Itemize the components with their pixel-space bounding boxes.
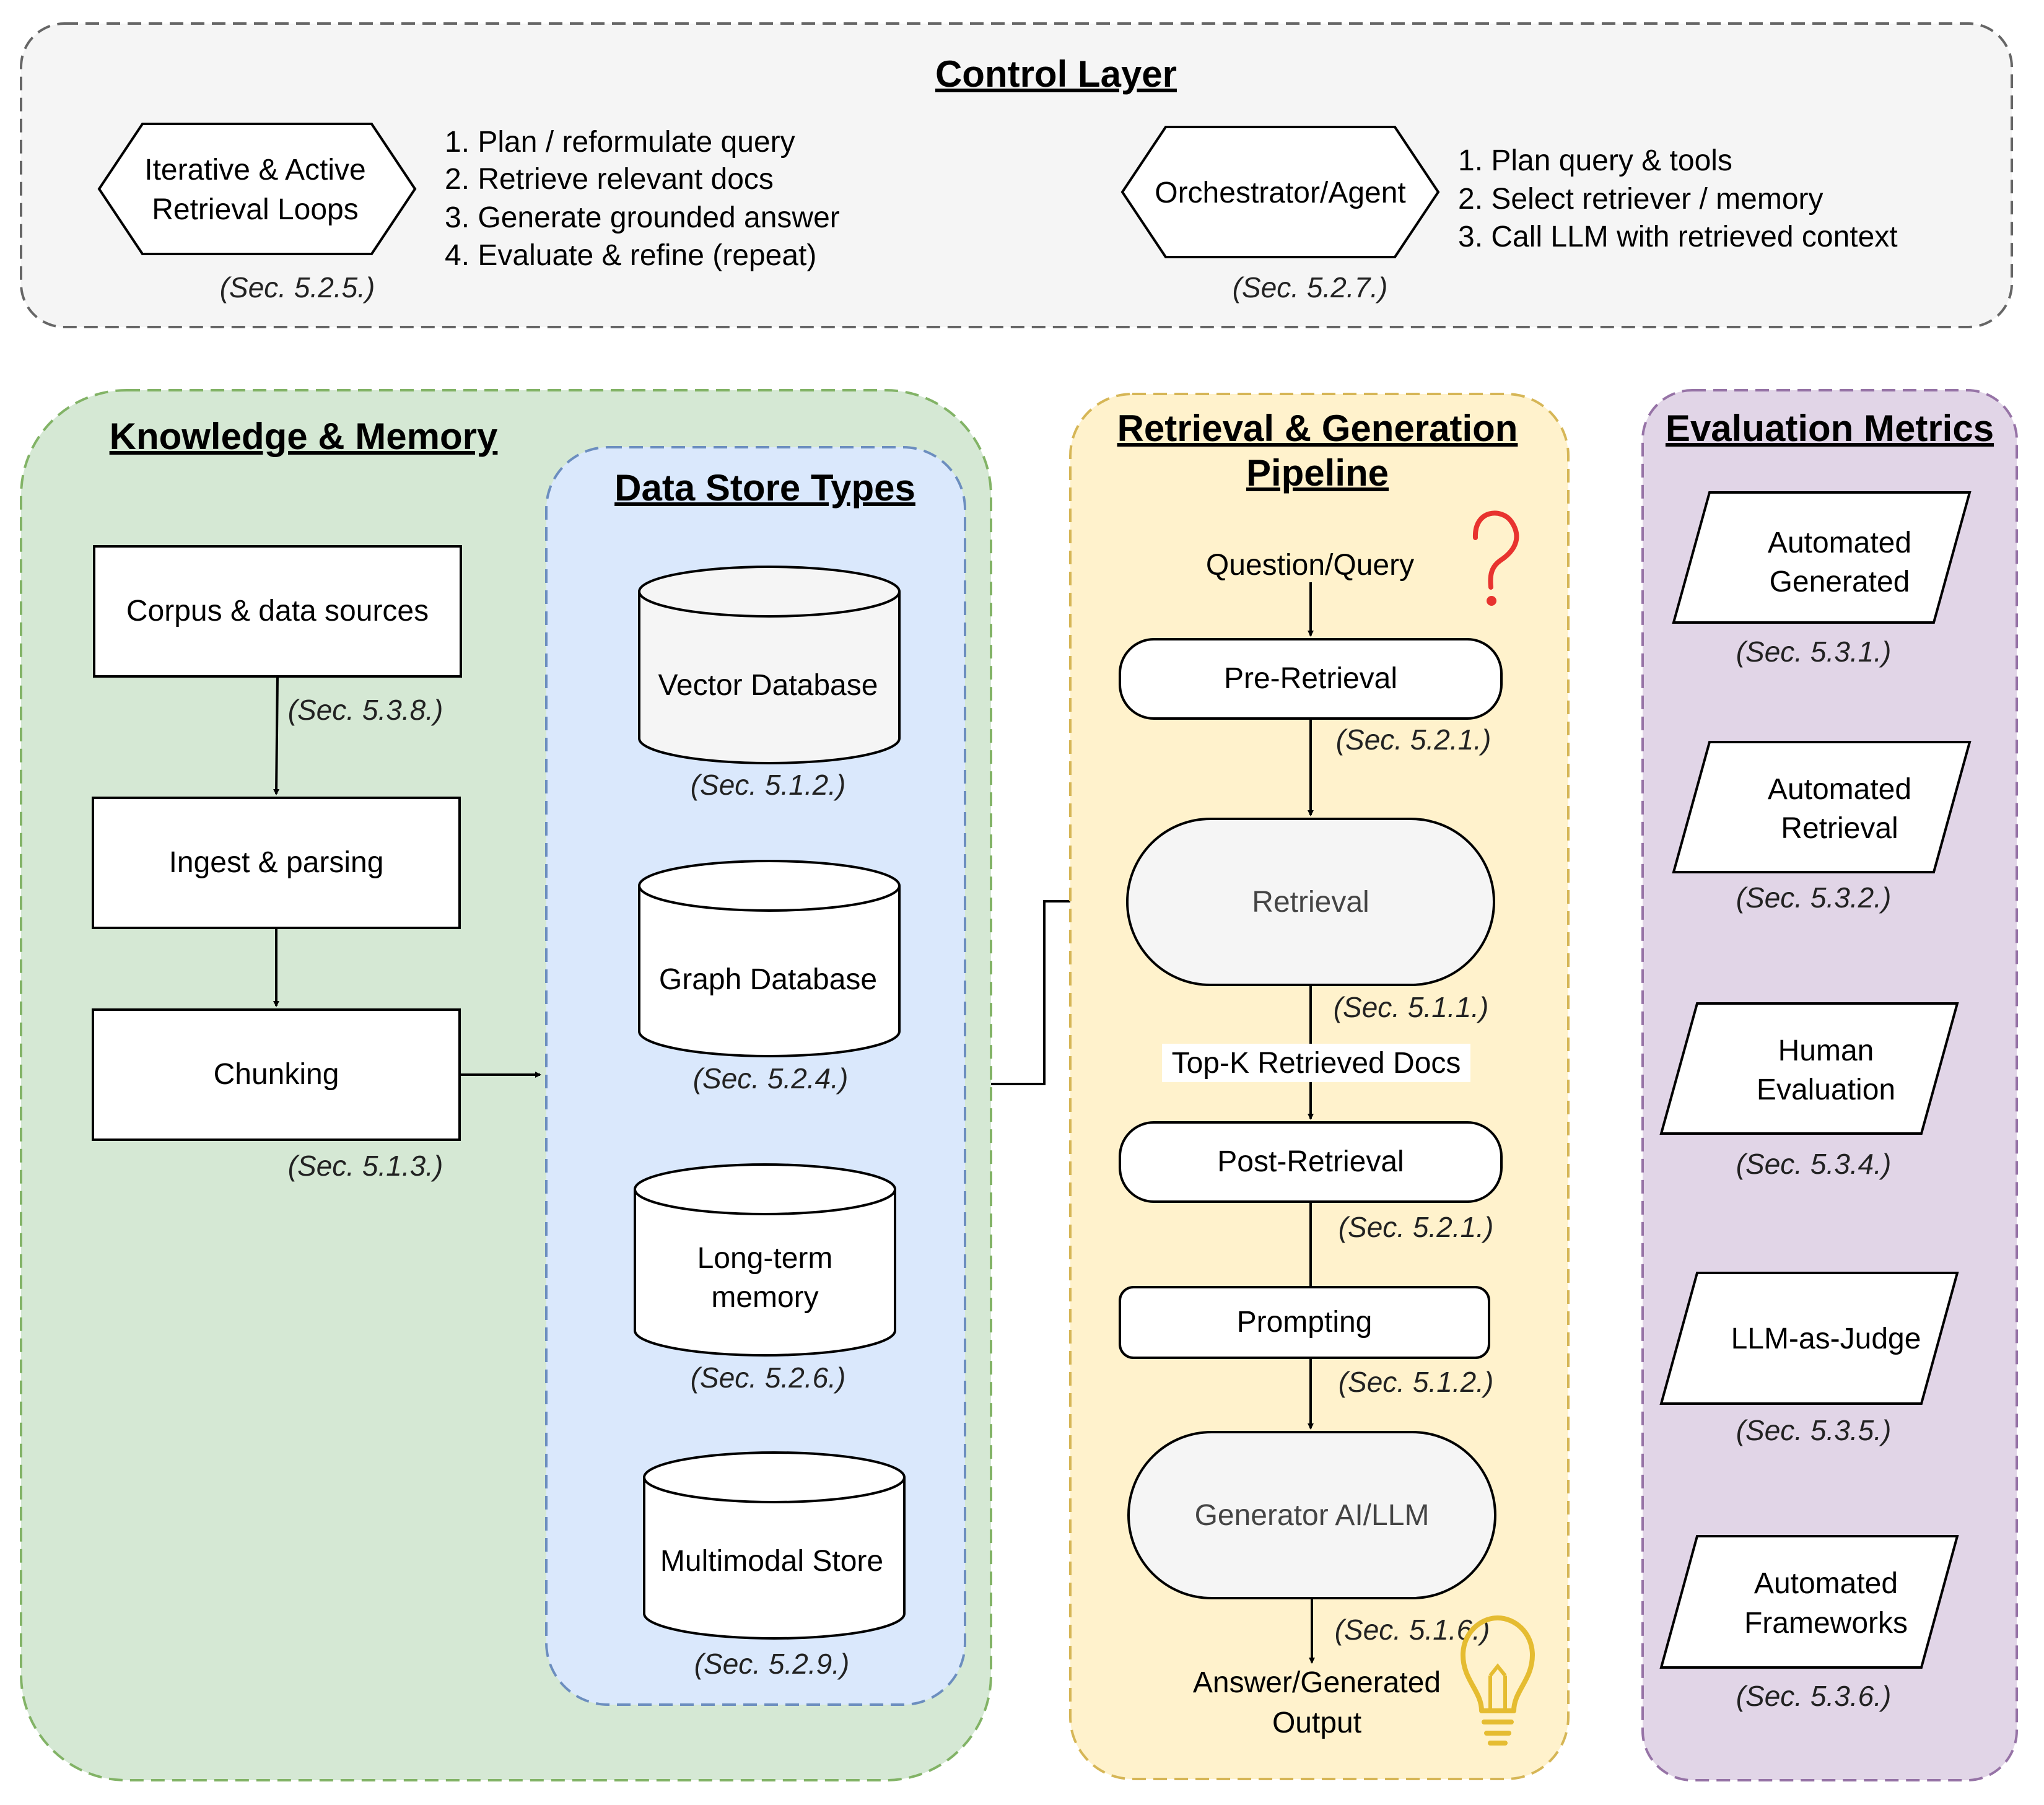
pre-retrieval-box: Pre-Retrieval: [1119, 638, 1503, 720]
long-term-memory-label-line-2: memory: [711, 1281, 818, 1314]
data-store-types-title: Data Store Types: [614, 467, 915, 509]
graph-database-ref: (Sec. 5.2.4.): [693, 1062, 849, 1095]
eval-automated-retrieval-line-2: Retrieval: [1781, 812, 1898, 845]
eval-automated-retrieval-line-1: Automated: [1768, 773, 1911, 806]
eval-llm-as-judge-label: LLM-as-Judge: [1731, 1322, 1921, 1355]
chunking-label: Chunking: [214, 1058, 339, 1091]
iterative-loops-label-line-2: Retrieval Loops: [152, 193, 359, 226]
pre-retrieval-ref: (Sec. 5.2.1.): [1336, 723, 1492, 756]
post-retrieval-ref: (Sec. 5.2.1.): [1339, 1211, 1494, 1243]
ingest-box: Ingest & parsing: [92, 797, 461, 929]
vector-database-ref: (Sec. 5.1.2.): [691, 769, 846, 801]
eval-human-evaluation: Human Evaluation: [1659, 1002, 1959, 1135]
generator-llm-node: Generator AI/LLM: [1127, 1431, 1496, 1599]
corpus-label: Corpus & data sources: [126, 595, 429, 627]
ingest-label: Ingest & parsing: [169, 846, 384, 879]
eval-automated-generated-ref: (Sec. 5.3.1.): [1736, 636, 1892, 668]
chunking-ref: (Sec. 5.1.3.): [288, 1150, 443, 1182]
vector-database-label: Vector Database: [658, 669, 878, 702]
eval-automated-frameworks-line-1: Automated: [1754, 1567, 1898, 1600]
control-layer-frame: [20, 22, 2013, 328]
eval-automated-generated-line-1: Automated: [1768, 527, 1911, 559]
generator-llm-label: Generator AI/LLM: [1195, 1499, 1430, 1532]
eval-automated-retrieval-ref: (Sec. 5.3.2.): [1736, 881, 1892, 914]
answer-output-label-line-1: Answer/Generated: [1193, 1666, 1441, 1699]
corpus-ref: (Sec. 5.3.8.): [288, 694, 443, 726]
topk-label-background: [1162, 1044, 1470, 1082]
knowledge-memory-panel: Knowledge & Memory Corpus & data sources…: [20, 389, 1124, 1781]
iterative-retrieval-loops-node: Iterative & Active Retrieval Loops: [97, 123, 417, 255]
knowledge-memory-title: Knowledge & Memory: [110, 416, 498, 457]
corpus-box: Corpus & data sources: [93, 545, 462, 678]
eval-automated-frameworks-line-2: Frameworks: [1744, 1607, 1908, 1640]
iterative-loops-ref: (Sec. 5.2.5.): [220, 271, 375, 304]
retrieval-ref: (Sec. 5.1.1.): [1334, 991, 1489, 1023]
prompting-ref: (Sec. 5.1.2.): [1339, 1366, 1494, 1398]
vector-database-cylinder: Vector Database: [638, 566, 901, 764]
lightbulb-icon: [1461, 1615, 1535, 1746]
eval-automated-generated: Automated Generated: [1672, 491, 1972, 624]
control-layer-title: Control Layer: [935, 53, 1177, 95]
multimodal-store-ref: (Sec. 5.2.9.): [694, 1648, 850, 1680]
multimodal-store-cylinder: Multimodal Store: [643, 1451, 906, 1640]
chunking-box: Chunking: [92, 1008, 461, 1141]
eval-llm-as-judge-ref: (Sec. 5.3.5.): [1736, 1414, 1892, 1446]
eval-automated-generated-line-2: Generated: [1770, 566, 1910, 598]
data-store-types-frame: [545, 446, 966, 1706]
pre-retrieval-label: Pre-Retrieval: [1224, 662, 1397, 695]
prompting-box: Prompting: [1119, 1286, 1490, 1359]
long-term-memory-cylinder: Long-term memory: [634, 1163, 896, 1357]
edge-corpus-to-ingest: [273, 676, 280, 795]
orchestrator-ref: (Sec. 5.2.7.): [1233, 271, 1388, 304]
orchestrator-step-2: 2. Select retriever / memory: [1458, 183, 1823, 216]
post-retrieval-label: Post-Retrieval: [1217, 1145, 1404, 1178]
evaluation-metrics-title: Evaluation Metrics: [1666, 408, 1994, 449]
iterative-loops-label-line-1: Iterative & Active: [144, 154, 366, 186]
long-term-memory-ref: (Sec. 5.2.6.): [691, 1361, 846, 1394]
retrieval-label: Retrieval: [1252, 886, 1369, 919]
iterative-loops-steps: 1. Plan / reformulate query 2. Retrieve …: [445, 126, 840, 272]
eval-llm-as-judge: LLM-as-Judge: [1659, 1272, 1959, 1405]
graph-database-cylinder: Graph Database: [638, 860, 901, 1057]
long-term-memory-label-line-1: Long-term: [697, 1242, 833, 1275]
orchestrator-step-1: 1. Plan query & tools: [1458, 144, 1732, 177]
loops-step-3: 3. Generate grounded answer: [445, 201, 840, 234]
topk-retrieved-docs-label: Top-K Retrieved Docs: [1172, 1047, 1461, 1080]
loops-step-1: 1. Plan / reformulate query: [445, 126, 795, 159]
question-query-label: Question/Query: [1206, 549, 1414, 582]
orchestrator-label: Orchestrator/Agent: [1155, 177, 1406, 209]
orchestrator-agent-node: Orchestrator/Agent: [1120, 126, 1440, 258]
post-retrieval-box: Post-Retrieval: [1119, 1121, 1503, 1203]
graph-database-label: Graph Database: [659, 963, 877, 996]
evaluation-metrics-panel: Evaluation Metrics Automated Generated (…: [1641, 389, 2018, 1781]
loops-step-4: 4. Evaluate & refine (repeat): [445, 239, 816, 272]
retrieval-node: Retrieval: [1126, 818, 1495, 986]
retrieval-generation-pipeline-panel: Retrieval & Generation Pipeline Question…: [1069, 393, 1570, 1780]
question-mark-icon: [1472, 510, 1519, 606]
multimodal-store-label: Multimodal Store: [660, 1545, 883, 1578]
pipeline-title-line-1: Retrieval & Generation: [1117, 408, 1518, 449]
loops-step-2: 2. Retrieve relevant docs: [445, 163, 774, 196]
eval-automated-frameworks: Automated Frameworks: [1659, 1535, 1959, 1669]
prompting-label: Prompting: [1237, 1306, 1373, 1339]
control-layer-panel: Control Layer Iterative & Active Retriev…: [20, 22, 2013, 328]
orchestrator-steps: 1. Plan query & tools 2. Select retrieve…: [1458, 144, 1898, 253]
pipeline-title-line-2: Pipeline: [1246, 452, 1389, 494]
eval-automated-retrieval: Automated Retrieval: [1672, 741, 1972, 873]
answer-output-label-line-2: Output: [1272, 1707, 1361, 1739]
eval-automated-frameworks-ref: (Sec. 5.3.6.): [1736, 1680, 1892, 1712]
orchestrator-step-3: 3. Call LLM with retrieved context: [1458, 221, 1898, 253]
eval-human-evaluation-line-1: Human: [1778, 1034, 1874, 1067]
data-store-types-panel: Data Store Types Vector Database (Sec. 5…: [545, 446, 966, 1706]
eval-human-evaluation-ref: (Sec. 5.3.4.): [1736, 1148, 1892, 1180]
eval-human-evaluation-line-2: Evaluation: [1757, 1073, 1895, 1106]
